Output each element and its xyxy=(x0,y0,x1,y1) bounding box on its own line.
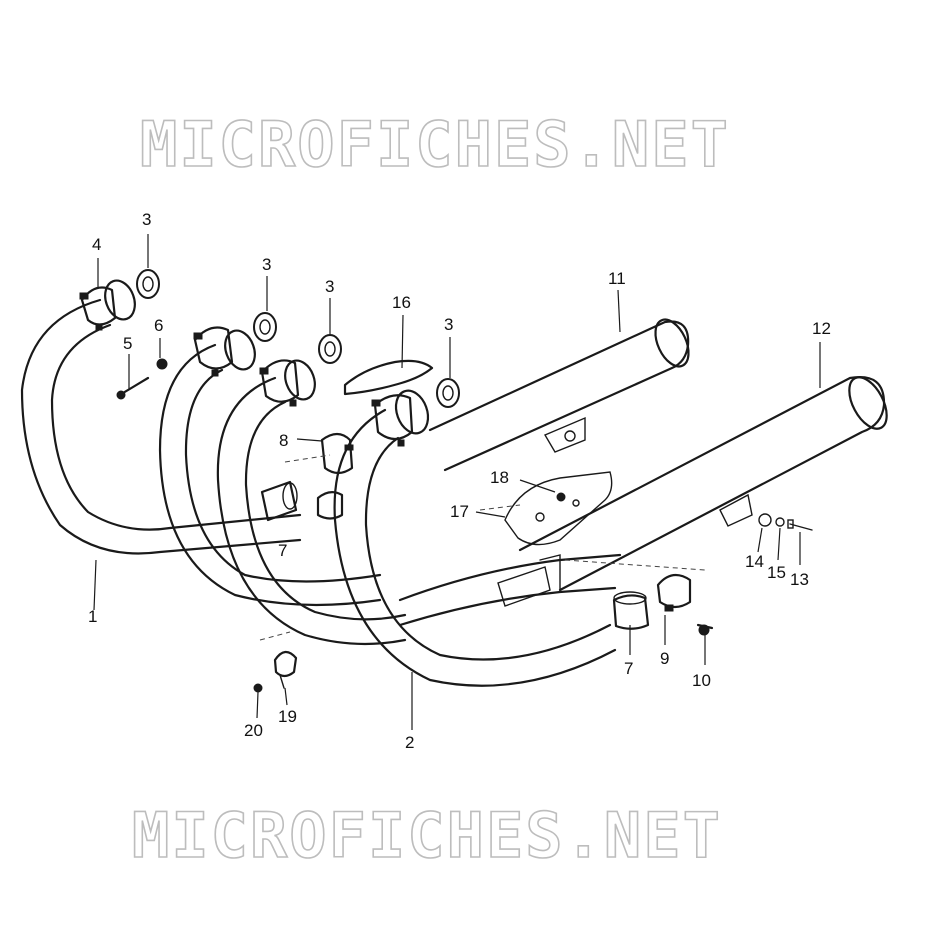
pipe-clamp-front xyxy=(371,394,414,447)
bolt-10 xyxy=(696,623,714,636)
connector-pipe-7 xyxy=(260,480,344,522)
callout-7: 7 xyxy=(278,541,287,560)
stud-bolt-5 xyxy=(116,376,150,400)
callout-3: 3 xyxy=(142,210,151,229)
watermark-bottom: MICROFICHES.NET xyxy=(132,799,722,872)
clamp-9 xyxy=(656,573,692,612)
callout-4: 4 xyxy=(92,235,101,254)
callout-16: 16 xyxy=(392,293,411,312)
clamp-8 xyxy=(320,432,354,475)
collector-pipe xyxy=(398,553,622,627)
callout-18: 18 xyxy=(490,468,509,487)
callout-3: 3 xyxy=(325,277,334,296)
callout-3: 3 xyxy=(262,255,271,274)
callout-3: 3 xyxy=(444,315,453,334)
pipe-clamp-4 xyxy=(79,286,117,331)
callout-8: 8 xyxy=(279,431,288,450)
watermark-top: MICROFICHES.NET xyxy=(140,108,730,181)
connector-pipe-7-right xyxy=(612,591,650,630)
leader-lines xyxy=(93,234,821,730)
heat-shield-16 xyxy=(343,359,434,396)
callout-17: 17 xyxy=(450,502,469,521)
callout-10: 10 xyxy=(692,671,711,690)
muffler-12 xyxy=(518,376,888,592)
callout-9: 9 xyxy=(660,649,669,668)
callout-1: 1 xyxy=(88,607,97,626)
pipe-clamp-inner-left xyxy=(193,326,234,377)
exhaust-pipe-inner-left xyxy=(158,329,382,607)
callout-2: 2 xyxy=(405,733,414,752)
callout-19: 19 xyxy=(278,707,297,726)
mounting-hardware-13-15 xyxy=(758,513,813,531)
bolt-18 xyxy=(556,492,566,502)
callout-11: 11 xyxy=(608,269,626,288)
exhaust-pipe-1 xyxy=(20,279,302,555)
callout-20: 20 xyxy=(244,721,263,740)
callout-6: 6 xyxy=(154,316,163,335)
callout-15: 15 xyxy=(767,563,786,582)
muffler-11 xyxy=(428,318,690,472)
callout-13: 13 xyxy=(790,570,809,589)
callout-14: 14 xyxy=(745,552,764,571)
gasket-3 xyxy=(253,312,277,342)
bracket-17 xyxy=(504,471,613,546)
gasket-3 xyxy=(318,334,342,364)
clamp-19 xyxy=(273,650,298,689)
gasket-3 xyxy=(436,378,460,408)
pipe-clamp-inner-right xyxy=(259,359,300,407)
callout-7: 7 xyxy=(624,659,633,678)
exhaust-pipe-2 xyxy=(333,389,617,687)
bolt-20 xyxy=(253,683,263,693)
gasket-3 xyxy=(136,269,160,299)
nut-6 xyxy=(156,358,168,370)
callout-5: 5 xyxy=(123,334,132,353)
callout-12: 12 xyxy=(812,319,831,338)
